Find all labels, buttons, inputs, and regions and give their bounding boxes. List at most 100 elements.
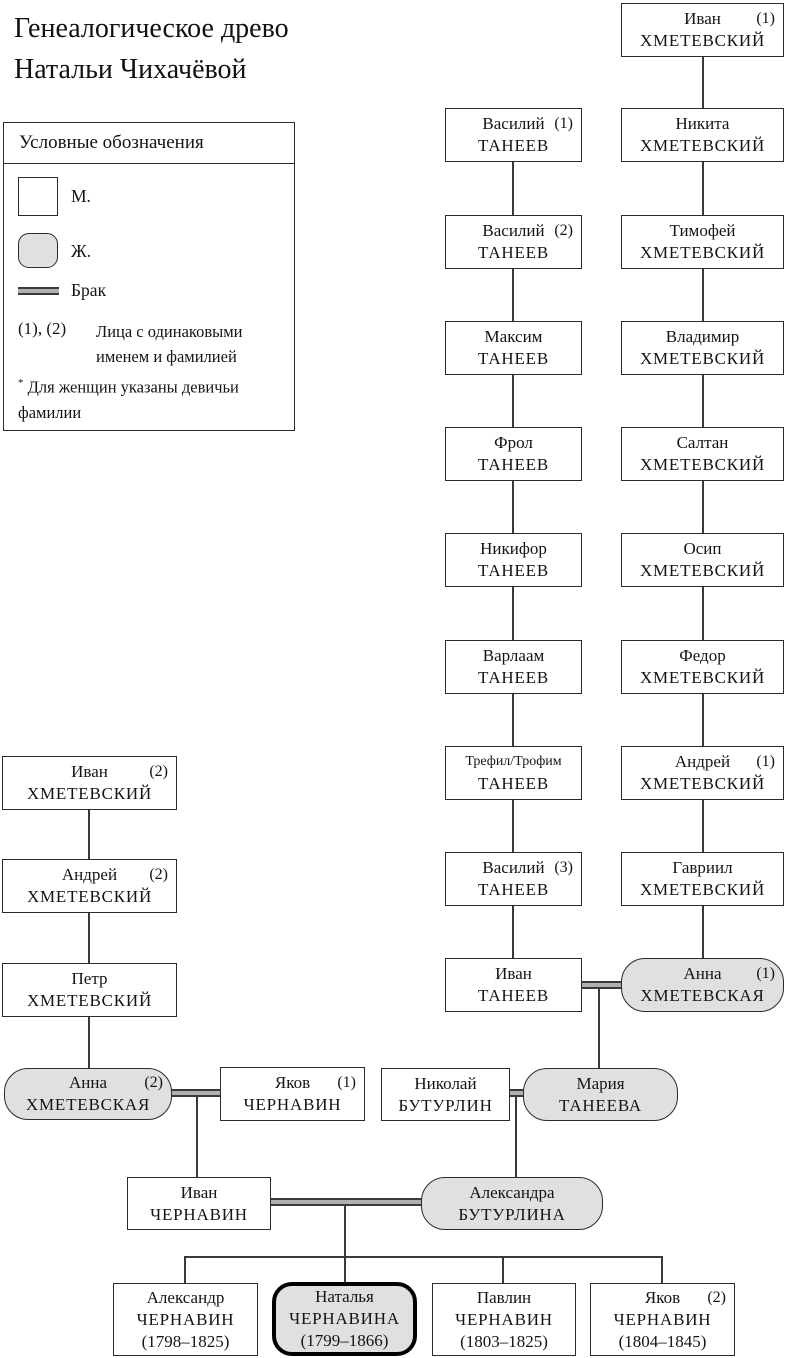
last-name: ХМЕТЕВСКИЙ: [639, 136, 766, 155]
person-ivan-khmetevsky-1: Иван(1) ХМЕТЕВСКИЙ: [621, 3, 784, 57]
first-name: Гавриил: [672, 858, 733, 877]
last-name: ЧЕРНАВИН: [455, 1309, 553, 1329]
page-title: Генеалогическое древо Натальи Чихачёвой: [14, 8, 289, 90]
first-name: Осип: [683, 539, 722, 558]
last-name: ХМЕТЕВСКИЙ: [26, 887, 153, 906]
same-name-number: (1): [756, 965, 775, 982]
person-vladimir-khmetevsky: Владимир ХМЕТЕВСКИЙ: [621, 321, 784, 375]
first-name: Мария: [576, 1073, 625, 1093]
last-name: ХМЕТЕВСКИЙ: [26, 784, 153, 803]
first-name: Фрол: [494, 433, 533, 452]
life-dates: (1799–1866): [300, 1331, 389, 1350]
first-name: Андрей: [61, 865, 118, 884]
last-name: БУТУРЛИН: [398, 1095, 493, 1115]
same-name-number: (3): [554, 859, 573, 876]
last-name: ХМЕТЕВСКАЯ: [25, 1095, 151, 1114]
first-name: Николай: [414, 1073, 477, 1093]
last-name: ЧЕРНАВИН: [136, 1309, 235, 1329]
person-anna-khmetevskaya-2: Анна (2) ХМЕТЕВСКАЯ: [4, 1068, 172, 1120]
person-ivan-taneev: Иван ТАНЕЕВ: [445, 958, 582, 1012]
first-name: Иван: [180, 1182, 218, 1202]
marriage-ivan-chernavin-aleksandra-buturlina: [267, 1198, 425, 1206]
same-name-number: (2): [144, 1074, 163, 1091]
descent-line-ivan-chernavin: [196, 1096, 198, 1177]
stub-pavlin-chernavin: [502, 1256, 504, 1283]
person-trefil-trofim-taneev: Трефил/Трофим ТАНЕЕВ: [445, 746, 582, 800]
last-name: ЧЕРНАВИН: [243, 1095, 342, 1114]
person-petr-khmetevsky: Петр ХМЕТЕВСКИЙ: [2, 963, 177, 1017]
person-vasiliy-taneev-1: Василий (1) ТАНЕЕВ: [445, 108, 582, 162]
person-maksim-taneev: Максим ТАНЕЕВ: [445, 321, 582, 375]
same-name-number: (2): [554, 222, 573, 239]
last-name: ХМЕТЕВСКИЙ: [639, 243, 766, 262]
person-ivan-khmetevsky-2: Иван(2) ХМЕТЕВСКИЙ: [2, 756, 177, 810]
first-name: Петр: [71, 969, 108, 988]
person-yakov-chernavin-1: Яков(1) ЧЕРНАВИН: [220, 1067, 365, 1121]
first-name: Андрей: [674, 752, 731, 771]
last-name: ХМЕТЕВСКАЯ: [640, 986, 765, 1005]
person-aleksandra-buturlina: Александра БУТУРЛИНА: [421, 1177, 603, 1230]
first-name: Яков: [644, 1287, 681, 1307]
person-nikifor-taneev: Никифор ТАНЕЕВ: [445, 533, 582, 587]
legend-footnote-star: *: [18, 377, 24, 389]
descent-line-aleksandra-buturlina: [515, 1096, 517, 1177]
legend-numbers-note-line1: Лица с одинаковыми: [96, 322, 243, 341]
last-name: ТАНЕЕВ: [478, 561, 549, 580]
first-name: Тимофей: [669, 221, 736, 240]
first-name: Александр: [146, 1287, 225, 1307]
last-name: ТАНЕЕВ: [478, 668, 549, 687]
male-symbol-icon: [18, 177, 58, 216]
last-name: ТАНЕЕВ: [478, 243, 549, 262]
first-name: Иван: [684, 9, 721, 28]
last-name: БУТУРЛИНА: [458, 1204, 566, 1224]
legend-male-label: М.: [71, 186, 91, 206]
legend-footnote-line1: Для женщин указаны девичьи: [27, 377, 239, 397]
descent-line-children: [344, 1205, 346, 1283]
person-yakov-chernavin-2: Яков(2) ЧЕРНАВИН (1804–1845): [590, 1283, 735, 1356]
person-pavlin-chernavin: Павлин ЧЕРНАВИН (1803–1825): [432, 1283, 576, 1356]
last-name: ХМЕТЕВСКИЙ: [639, 880, 766, 899]
legend-header: Условные обозначения: [4, 123, 294, 164]
first-name: Василий: [482, 114, 545, 133]
person-gavriil-khmetevsky: Гавриил ХМЕТЕВСКИЙ: [621, 852, 784, 906]
same-name-number: (2): [707, 1288, 726, 1306]
legend-numbers-note: Лица с одинаковыми именем и фамилией: [96, 319, 242, 369]
last-name: ТАНЕЕВ: [478, 455, 549, 474]
same-name-number: (2): [149, 763, 168, 780]
first-name: Никифор: [480, 539, 547, 558]
same-name-number: (1): [337, 1074, 356, 1091]
first-name: Василий: [482, 858, 545, 877]
person-nikita-khmetevsky: Никита ХМЕТЕВСКИЙ: [621, 108, 784, 162]
first-name: Василий: [482, 221, 545, 240]
person-saltan-khmetevsky: Салтан ХМЕТЕВСКИЙ: [621, 427, 784, 481]
last-name: ЧЕРНАВИН: [613, 1309, 712, 1329]
khmetevsky-lineage-line: [702, 30, 704, 958]
same-name-number: (1): [756, 753, 775, 770]
legend-numbers-key: (1), (2): [18, 319, 67, 338]
person-aleksandr-chernavin: Александр ЧЕРНАВИН (1798–1825): [113, 1283, 258, 1356]
last-name: ТАНЕЕВ: [478, 136, 549, 155]
person-varlaam-taneev: Варлаам ТАНЕЕВ: [445, 640, 582, 694]
first-name: Трефил/Трофим: [465, 754, 562, 769]
legend-footnote-line2: фамилии: [18, 402, 82, 422]
first-name: Анна: [68, 1073, 108, 1092]
person-vasiliy-taneev-2: Василий (2) ТАНЕЕВ: [445, 215, 582, 269]
last-name: ХМЕТЕВСКИЙ: [639, 349, 766, 368]
first-name: Варлаам: [482, 646, 545, 665]
last-name: ХМЕТЕВСКИЙ: [639, 668, 766, 687]
marriage-symbol-icon: [18, 287, 59, 295]
legend-female-label: Ж.: [71, 241, 92, 261]
person-frol-taneev: Фрол ТАНЕЕВ: [445, 427, 582, 481]
last-name: ТАНЕЕВ: [478, 880, 549, 899]
same-name-number: (1): [554, 115, 573, 132]
stub-yakov-chernavin-2: [661, 1256, 663, 1283]
last-name: ЧЕРНАВИНА: [289, 1309, 400, 1328]
last-name: ХМЕТЕВСКИЙ: [639, 774, 766, 793]
female-symbol-icon: [18, 233, 58, 268]
legend-numbers-note-line2: именем и фамилией: [96, 347, 237, 366]
life-dates: (1803–1825): [460, 1331, 548, 1351]
children-rail-line: [184, 1256, 663, 1258]
person-fedor-khmetevsky: Федор ХМЕТЕВСКИЙ: [621, 640, 784, 694]
descent-line-maria-taneeva: [598, 988, 600, 1068]
